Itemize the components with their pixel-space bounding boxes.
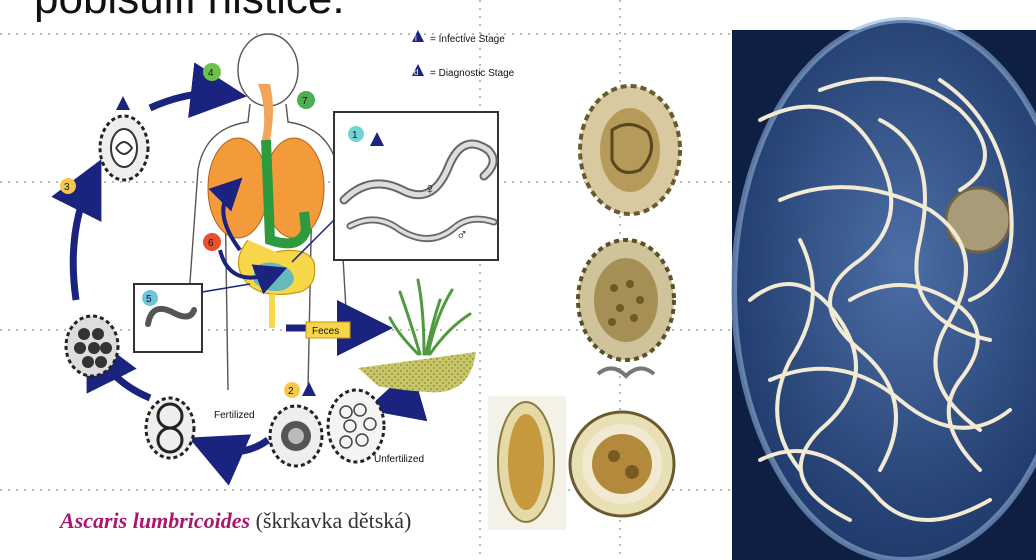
egg-unfertilized [328,390,384,462]
female-symbol: ♀ [424,181,436,198]
coin [946,188,1010,252]
micrograph-3 [488,396,566,530]
legend-diagnostic: = Diagnostic Stage [430,68,515,79]
egg-fertilized [270,406,322,466]
micrograph-1 [580,86,680,214]
svg-text:4: 4 [208,68,214,79]
svg-text:2: 2 [288,386,294,397]
male-symbol: ♂ [456,227,468,244]
svg-text:6: 6 [208,238,214,249]
svg-text:3: 3 [64,182,70,193]
micrograph-4 [570,412,674,516]
worm-dish-photo [732,20,1036,560]
feces-label: Feces [312,326,339,337]
egg-two-cell [146,398,194,458]
micrograph-2 [578,240,674,376]
egg-morula [66,316,118,376]
egg-infective [100,116,148,180]
stage-legend: i = Infective Stage d = Diagnostic Stage [412,30,515,79]
grass-soil [358,280,476,392]
figure-caption: Ascaris lumbricoides (škrkavka dětská) [60,508,411,534]
legend-infective: = Infective Stage [430,34,505,45]
egg-micrographs [488,86,680,530]
unfertilized-label: Unfertilized [374,454,424,465]
legend-diagnostic-letter: d [414,68,418,77]
caption-common-name: (škrkavka dětská) [256,508,412,533]
caption-scientific-name: Ascaris lumbricoides [60,508,250,533]
legend-infective-letter: i [415,34,417,43]
svg-text:7: 7 [302,96,308,107]
svg-text:1: 1 [352,130,358,141]
svg-text:5: 5 [146,294,152,305]
fertilized-label: Fertilized [214,410,255,421]
